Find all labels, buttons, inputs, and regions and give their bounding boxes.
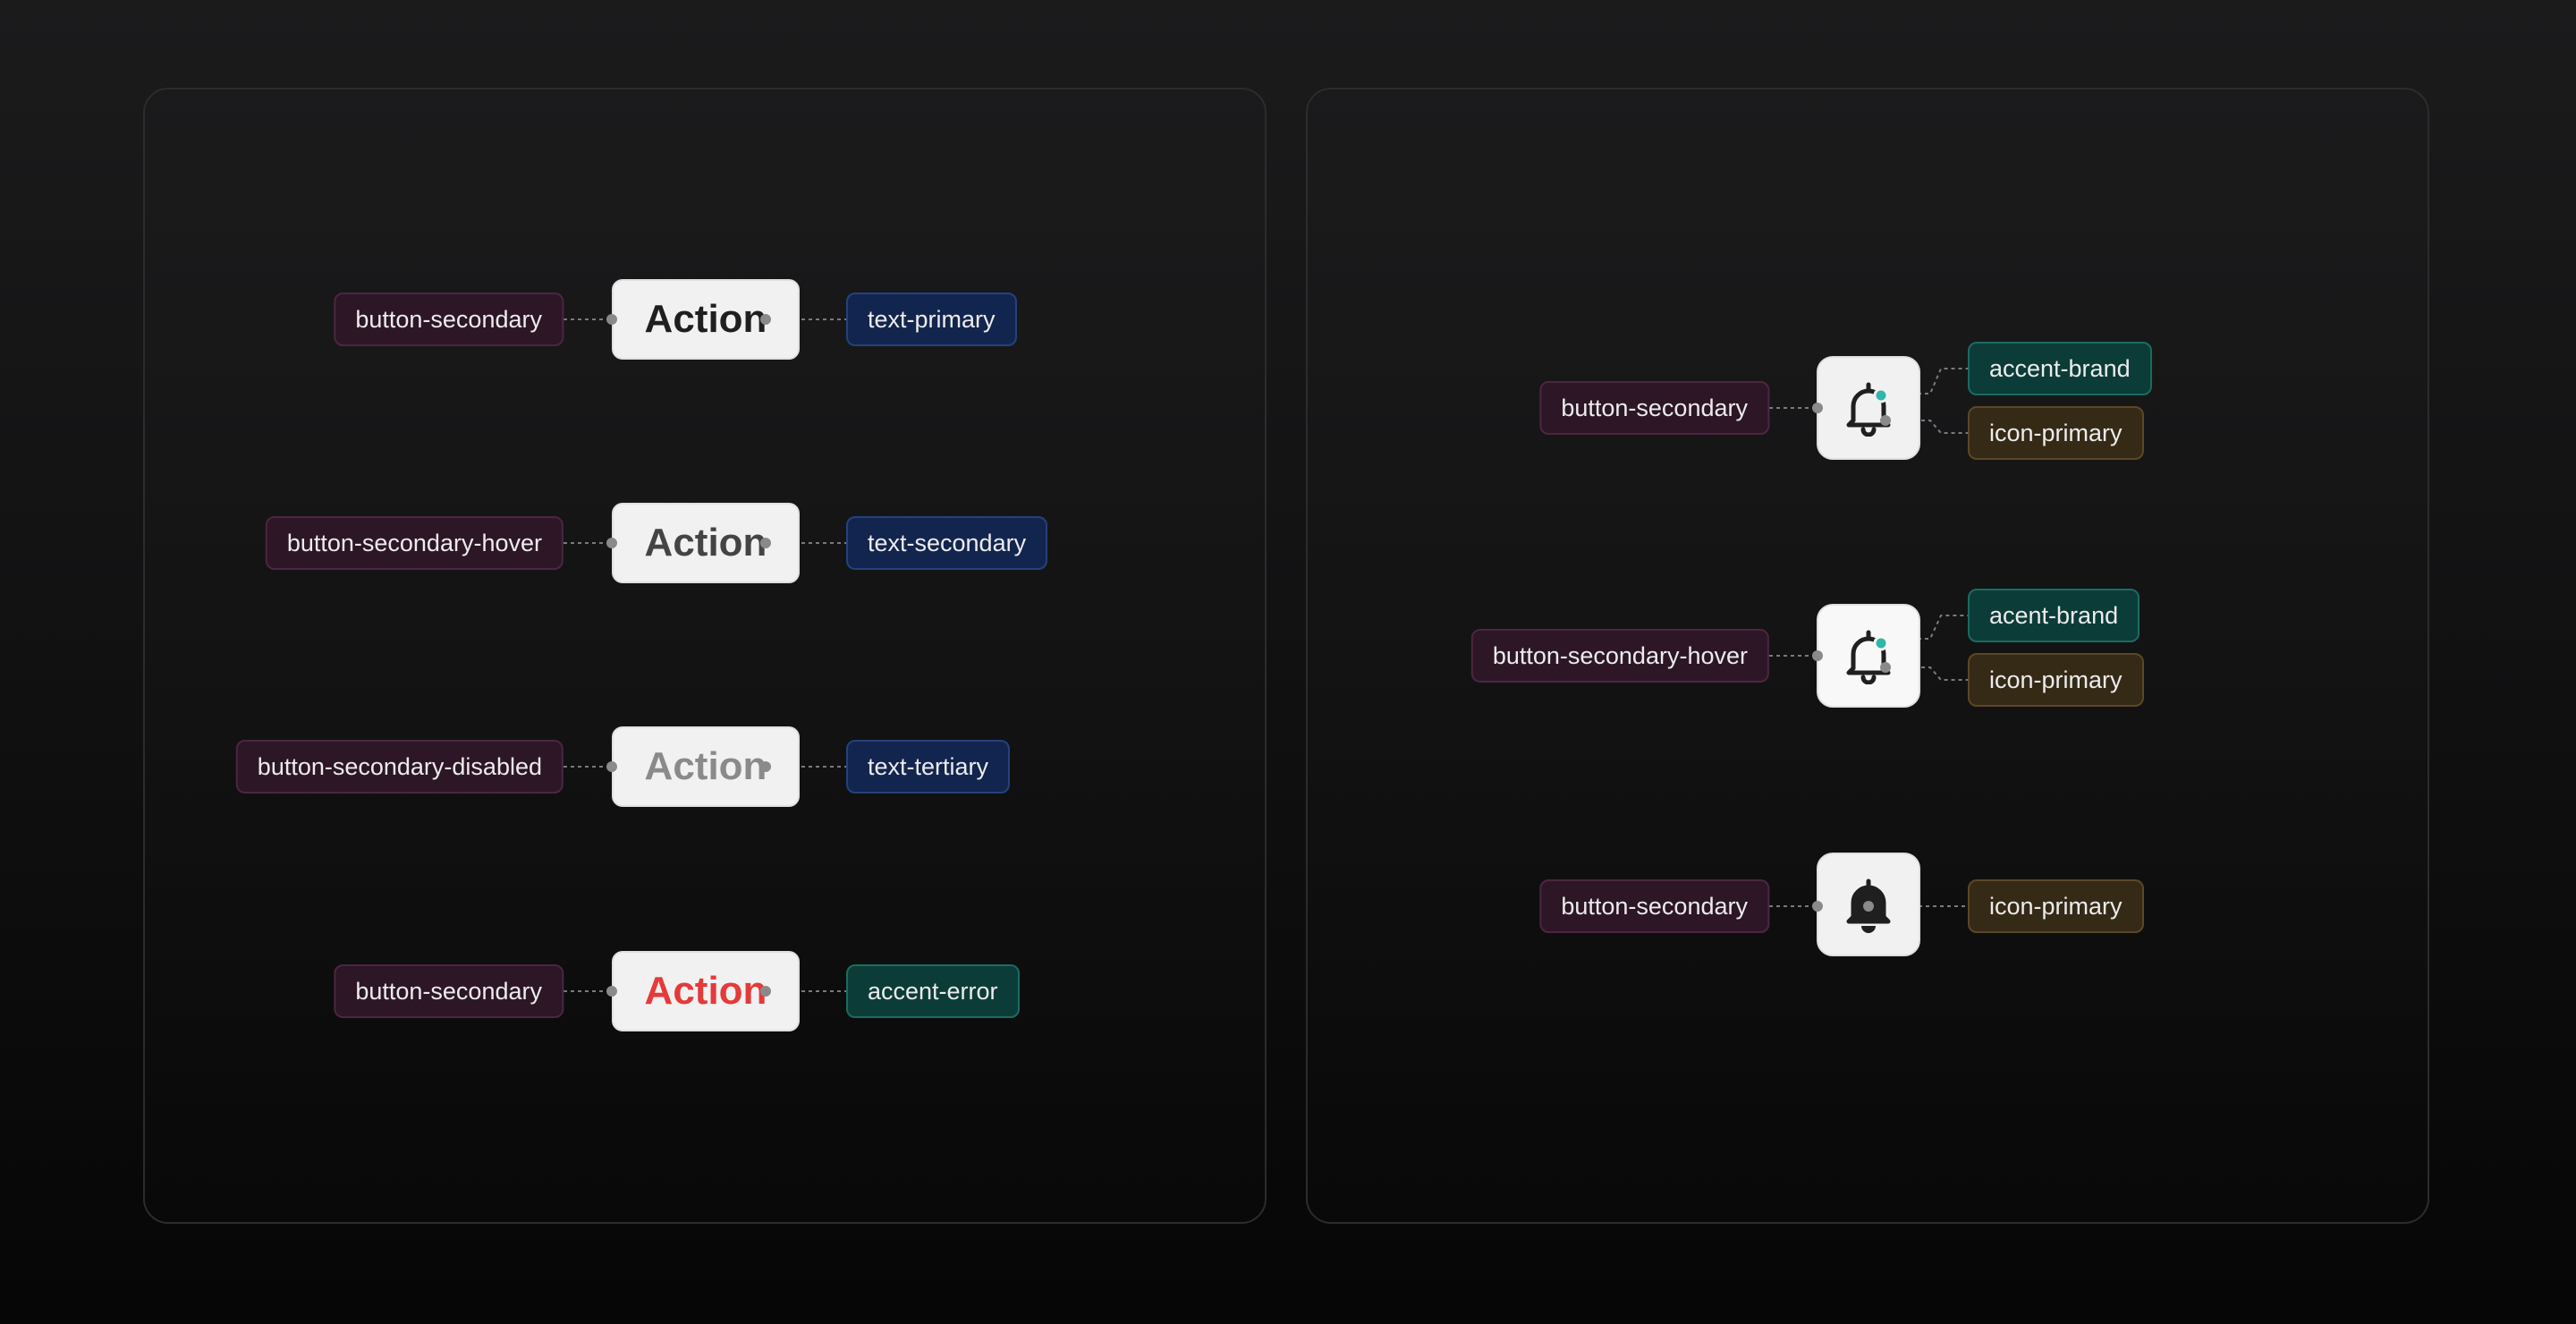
connector-dot bbox=[760, 314, 771, 325]
bell-button-default[interactable] bbox=[1817, 356, 1920, 460]
token-tag-button-secondary: button-secondary bbox=[1539, 879, 1769, 933]
token-tag-icon-primary: icon-primary bbox=[1968, 653, 2144, 707]
connector-dot bbox=[1812, 403, 1823, 413]
token-tag-text-secondary: text-secondary bbox=[846, 516, 1048, 570]
token-tag-text-primary: text-primary bbox=[846, 293, 1017, 346]
connector-dot bbox=[1812, 650, 1823, 661]
connector-dot bbox=[606, 761, 617, 772]
connector-dot bbox=[1863, 901, 1874, 912]
token-tag-button-secondary: button-secondary bbox=[334, 293, 564, 346]
token-tag-text-tertiary: text-tertiary bbox=[846, 740, 1011, 794]
token-tag-acent-brand: acent-brand bbox=[1968, 589, 2140, 642]
token-tag-button-secondary-hover: button-secondary-hover bbox=[265, 516, 564, 570]
token-tag-accent-error: accent-error bbox=[846, 964, 1020, 1018]
connector-dot bbox=[606, 314, 617, 325]
connector-dot bbox=[760, 986, 771, 997]
token-tag-icon-primary: icon-primary bbox=[1968, 879, 2144, 933]
connector-dot bbox=[1812, 901, 1823, 912]
token-tag-button-secondary-disabled: button-secondary-disabled bbox=[235, 740, 564, 794]
connector-dot bbox=[606, 538, 617, 548]
bell-with-badge-icon bbox=[1846, 382, 1891, 437]
connector-dot bbox=[1880, 415, 1891, 426]
action-button-disabled[interactable]: Action bbox=[612, 726, 800, 807]
connector-dot bbox=[760, 761, 771, 772]
action-button-error[interactable]: Action bbox=[612, 951, 800, 1031]
left-panel bbox=[143, 88, 1267, 1224]
connector-dot bbox=[606, 986, 617, 997]
connector-dot bbox=[1880, 662, 1891, 673]
token-tag-button-secondary: button-secondary bbox=[1539, 381, 1769, 435]
token-tag-accent-brand: accent-brand bbox=[1968, 342, 2152, 395]
token-tag-button-secondary: button-secondary bbox=[334, 964, 564, 1018]
bell-button-hover[interactable] bbox=[1817, 604, 1920, 708]
action-button-default[interactable]: Action bbox=[612, 279, 800, 360]
token-tag-button-secondary-hover: button-secondary-hover bbox=[1470, 629, 1769, 683]
token-tag-icon-primary: icon-primary bbox=[1968, 406, 2144, 460]
connector-dot bbox=[760, 538, 771, 548]
bell-with-badge-icon bbox=[1846, 630, 1891, 684]
action-button-hover[interactable]: Action bbox=[612, 503, 800, 583]
